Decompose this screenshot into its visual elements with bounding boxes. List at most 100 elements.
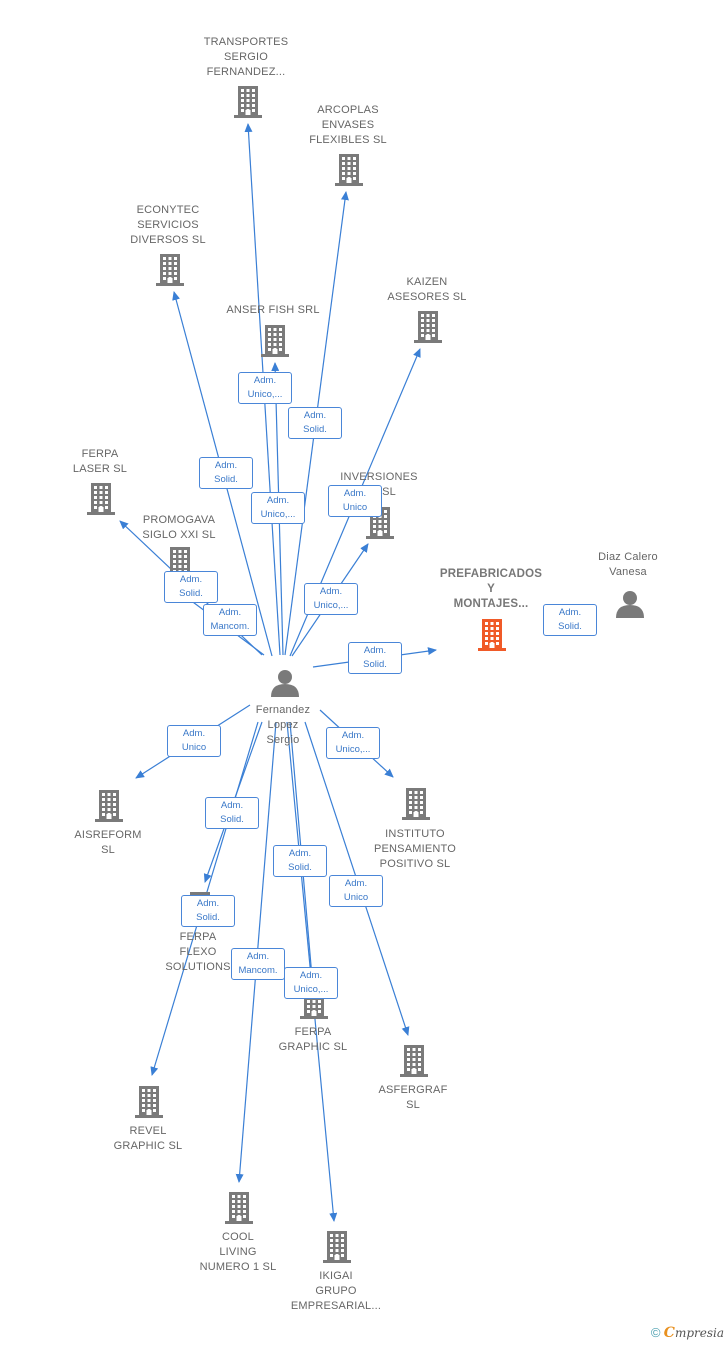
node-label-line: SERVICIOS (137, 219, 199, 231)
building-icon-instituto[interactable] (402, 788, 430, 820)
node-label-line: KAIZEN (406, 276, 448, 288)
edge-badge-line: Adm. (558, 607, 582, 618)
node-label-line: REVEL (129, 1125, 167, 1137)
edge-badge-line: Unico (342, 502, 368, 513)
node-label-line: FLEXIBLES SL (309, 134, 387, 146)
node-label-line: ARCOPLAS (317, 104, 379, 116)
edge-badge-prefabricados[interactable]: Adm.Solid. (348, 642, 402, 674)
edge-badge-line: Adm. (218, 607, 242, 618)
edge-badge-line: Unico,... (293, 984, 329, 995)
node-label-line: FERPA (179, 931, 217, 943)
edge-badge-ferpa_laser[interactable]: Adm.Solid. (164, 571, 218, 603)
edge-badge-econytec[interactable]: Adm.Solid. (199, 457, 253, 489)
node-label-line: IKIGAI (319, 1270, 353, 1282)
node-label-asfergraf[interactable]: ASFERGRAF SL (378, 1083, 447, 1113)
node-label-line: EMPRESARIAL... (290, 1300, 382, 1312)
node-label-line: POSITIVO SL (379, 858, 451, 870)
node-label-line: ANSER FISH SRL (226, 304, 320, 316)
building-icon-anser[interactable] (261, 325, 289, 357)
node-label-ferpa_flexo[interactable]: FERPA FLEXO SOLUTIONS (165, 930, 230, 975)
node-label-line: GRAPHIC SL (113, 1140, 183, 1152)
edge-badge-line: Adm. (288, 848, 312, 859)
node-label-line: Diaz Calero (598, 551, 658, 563)
node-label-anser[interactable]: ANSER FISH SRL (226, 303, 319, 318)
edge-badge-cool[interactable]: Adm.Mancom. (231, 948, 285, 980)
edge-badge-kaizen[interactable]: Adm. Unico (328, 485, 382, 517)
edge-badge-line: Solid. (288, 862, 312, 873)
edge-badge-arcoplas[interactable]: Adm.Solid. (288, 407, 342, 439)
node-label-line: AISREFORM (74, 829, 142, 841)
building-icon-econytec[interactable] (156, 254, 184, 286)
edge-badge-line: Adm. (343, 488, 367, 499)
node-label-line: GRUPO (315, 1285, 357, 1297)
edge-badge-line: Solid. (303, 424, 327, 435)
edge-badge-line: Solid. (196, 912, 220, 923)
building-icon-ikigai[interactable] (323, 1231, 351, 1263)
person-icon-fernandez[interactable] (271, 670, 299, 697)
building-icon-prefabricados[interactable] (478, 619, 506, 651)
edge-badge-ferpa_graphic[interactable]: Adm. Solid. (273, 845, 327, 877)
node-label-line: SL (406, 1099, 420, 1111)
building-icon-transportes[interactable] (234, 86, 262, 118)
edge-badge-asfergraf[interactable]: Adm.Unico (329, 875, 383, 907)
node-label-line: ASESORES SL (387, 291, 467, 303)
edge-badge-inversiones[interactable]: Adm.Unico,... (304, 583, 358, 615)
building-icon-revel[interactable] (135, 1086, 163, 1118)
edge-badge-instituto[interactable]: Adm.Unico,... (326, 727, 380, 759)
building-icon-kaizen[interactable] (414, 311, 442, 343)
edge-badge-anser[interactable]: Adm.Unico,... (251, 492, 305, 524)
edge-badge-line: Adm. (196, 898, 220, 909)
node-label-line: COOL (222, 1231, 254, 1243)
node-label-line: FLEXO (179, 946, 217, 958)
node-label-line: MONTAJES... (453, 598, 529, 610)
node-label-kaizen[interactable]: KAIZEN ASESORES SL (387, 275, 466, 305)
edge-badge-promogava[interactable]: Adm.Mancom. (203, 604, 257, 636)
edge-badge-revel[interactable]: Adm. Solid. (181, 895, 235, 927)
node-label-line: DIVERSOS SL (130, 234, 206, 246)
node-label-line: LASER SL (72, 463, 128, 475)
edge-badge-ikigai[interactable]: Adm.Unico,... (284, 967, 338, 999)
building-icon-asfergraf[interactable] (400, 1045, 428, 1077)
edge-badge-line: Solid. (363, 659, 387, 670)
edge-badge-line: Adm. (246, 951, 270, 962)
edge-badge-transportes[interactable]: Adm.Unico,... (238, 372, 292, 404)
node-label-line: SOLUTIONS (165, 961, 231, 973)
edge-badge-line: Adm. (341, 730, 365, 741)
icons-layer (87, 86, 644, 1263)
building-icon-aisreform[interactable] (95, 790, 123, 822)
edge-badge-line: Adm. (182, 728, 206, 739)
node-label-line: INVERSIONES (340, 471, 418, 483)
edge-badge-line: Unico,... (247, 389, 283, 400)
edge-badge-line: Unico,... (260, 509, 296, 520)
edge-badge-line: Unico,... (313, 600, 349, 611)
node-label-ikigai[interactable]: IKIGAI GRUPO EMPRESARIAL... (291, 1269, 381, 1314)
edge-badge-line: Adm. (344, 878, 368, 889)
node-label-revel[interactable]: REVEL GRAPHIC SL (114, 1124, 183, 1154)
person-icon-diaz[interactable] (616, 591, 644, 618)
building-icon-arcoplas[interactable] (335, 154, 363, 186)
edge-badge-ferpa_flexo[interactable]: Adm.Solid. (205, 797, 259, 829)
node-label-line: Lopez (267, 719, 299, 731)
node-label-line: GRAPHIC SL (278, 1041, 348, 1053)
footer-brand[interactable]: © Cmpresia (651, 1325, 724, 1341)
building-icon-ferpa_laser[interactable] (87, 483, 115, 515)
edge-badge-prefabricados[interactable]: Adm.Solid. (543, 604, 597, 636)
edge-badge-line: Adm. (214, 460, 238, 471)
building-icon-cool[interactable] (225, 1192, 253, 1224)
edge-badge-aisreform[interactable]: Adm.Unico (167, 725, 221, 757)
node-label-line: Vanesa (609, 566, 647, 578)
node-label-line: ASFERGRAF (378, 1084, 448, 1096)
empresia-logo: Cmpresia (663, 1325, 724, 1341)
